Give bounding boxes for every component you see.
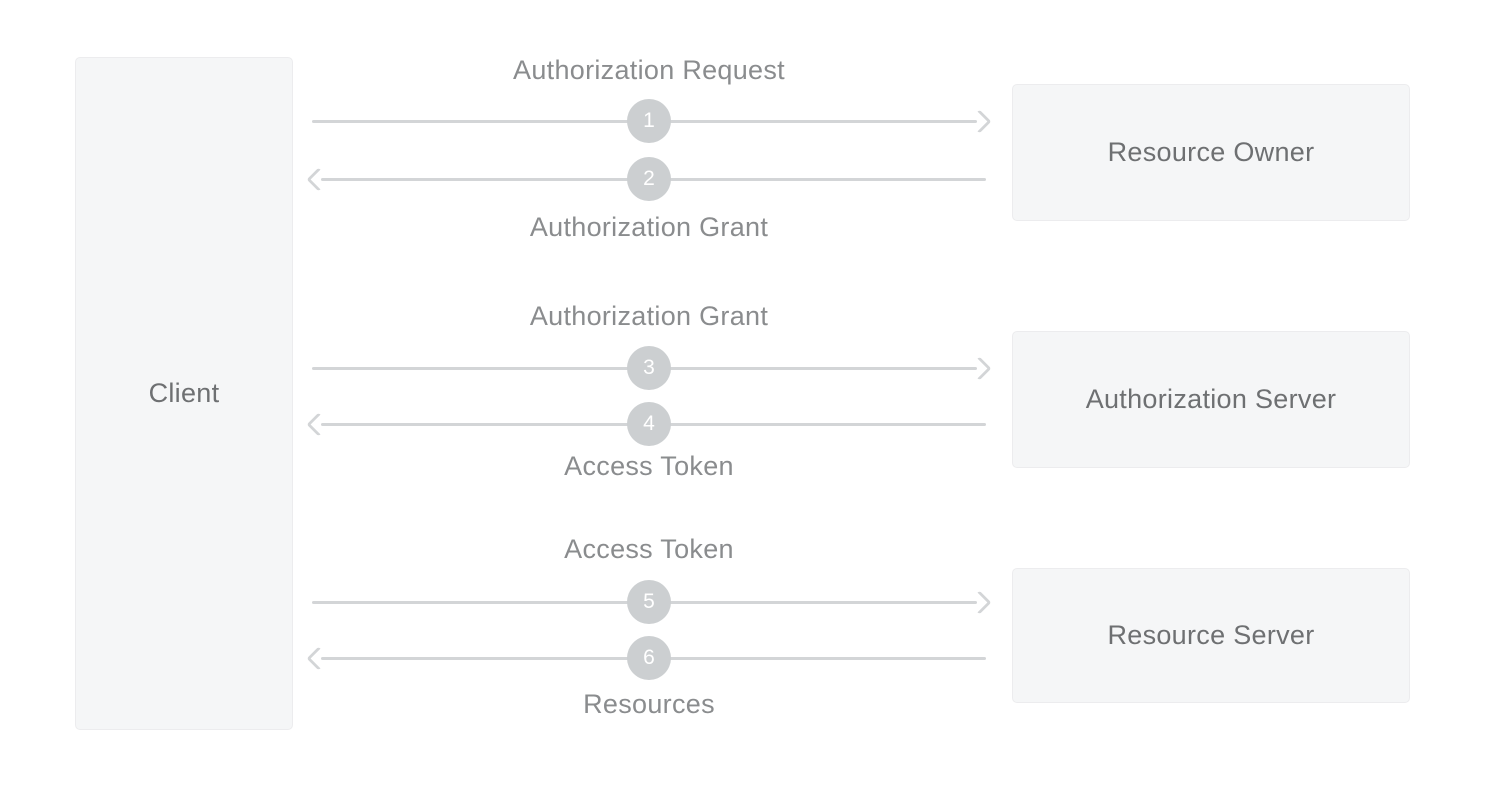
actor-label: Resource Server: [1107, 620, 1315, 650]
arrowhead-right-icon: [967, 355, 992, 381]
actor-label: Resource Owner: [1107, 137, 1315, 167]
step-badge: 4: [627, 402, 671, 446]
step-badge: 6: [627, 636, 671, 680]
step-badge: 1: [627, 99, 671, 143]
client-label: Client: [148, 378, 220, 408]
arrowhead-left-icon: [306, 411, 331, 437]
actor-box-resource-server: Resource Server: [1012, 568, 1410, 703]
actor-box-resource-owner: Resource Owner: [1012, 84, 1410, 221]
flow-label-forward: Access Token: [564, 534, 734, 564]
arrowhead-left-icon: [306, 166, 331, 192]
flow-label-back: Authorization Grant: [529, 212, 769, 242]
flow-label-forward: Authorization Grant: [529, 301, 769, 331]
step-badge: 5: [627, 580, 671, 624]
step-badge: 3: [627, 346, 671, 390]
actor-label: Authorization Server: [1085, 384, 1337, 414]
flow-label-back: Resources: [583, 689, 715, 719]
actor-box-authorization-server: Authorization Server: [1012, 331, 1410, 468]
flow-label-forward: Authorization Request: [513, 55, 785, 85]
flow-label-back: Access Token: [564, 451, 734, 481]
arrowhead-right-icon: [967, 589, 992, 615]
client-box: Client: [75, 57, 293, 730]
arrowhead-right-icon: [967, 108, 992, 134]
arrowhead-left-icon: [306, 645, 331, 671]
step-badge: 2: [627, 157, 671, 201]
